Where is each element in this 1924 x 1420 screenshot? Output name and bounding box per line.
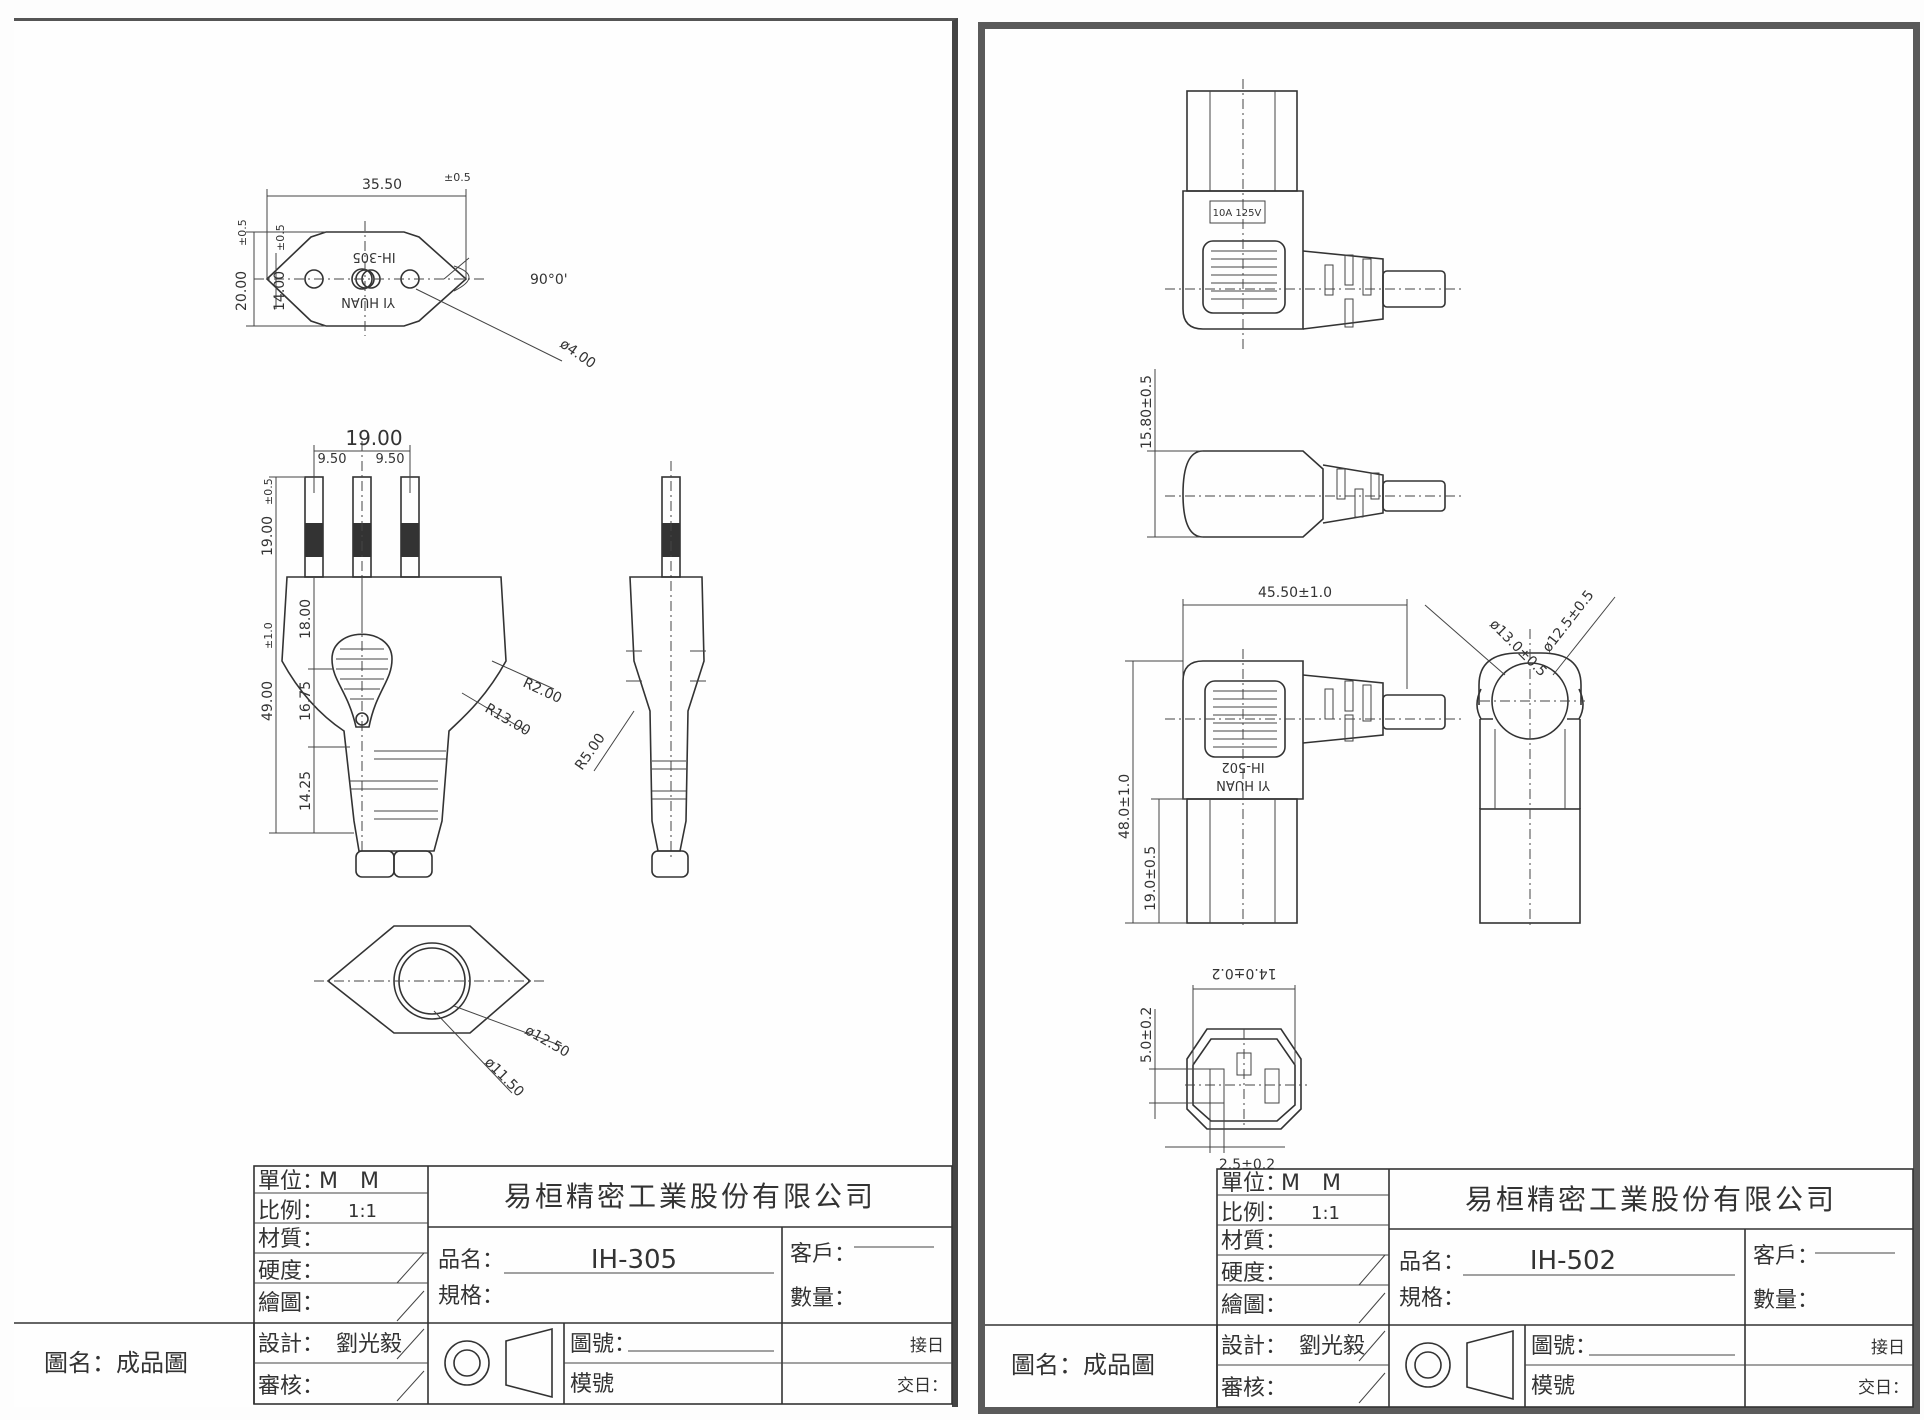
tb-title-label: 圖名：成品圖 <box>44 1349 188 1377</box>
tb-customer-label: 客戶： <box>790 1242 856 1267</box>
dim-w455: 45.50±1.0 <box>1258 585 1332 601</box>
dim-h158: 15.80±0.5 <box>1139 375 1155 449</box>
socket-face-view: 14.0±0.2 5.0±0.2 2.5±0.2 <box>1139 965 1307 1173</box>
dim-angle: 90°0' <box>530 272 568 288</box>
plug-side-view: R5.00 <box>572 461 706 878</box>
tb-material-label: 材質： <box>258 1227 324 1252</box>
dim-seg-b: 16.75 <box>298 681 314 721</box>
tb-scale-label: 比例： <box>258 1199 324 1224</box>
dim-r2: R2.00 <box>520 675 564 707</box>
dim-d125: ø12.5±0.5 <box>1540 588 1598 656</box>
tb-product-value-r: IH-502 <box>1530 1246 1616 1276</box>
connector-end-view: ø13.0±0.5 ø12.5±0.5 <box>1424 588 1616 929</box>
dim-body-len-tol: ±1.0 <box>262 622 275 649</box>
dim-h14-tol: ±0.5 <box>274 224 287 251</box>
drawing-ih305: IH-305 YI HUAN 35.50 ±0.5 20.00 ±0.5 14.… <box>14 171 953 1405</box>
tb-deliver-label-r: 交日： <box>1858 1378 1909 1398</box>
dim-h20-tol: ±0.5 <box>236 219 249 246</box>
dim-pin-dia: ø4.00 <box>557 336 599 372</box>
dim-h20: 20.00 <box>234 271 250 311</box>
dim-d13: ø13.0±0.5 <box>1486 617 1549 680</box>
dim-width-top: 35.50 <box>362 177 402 193</box>
tb-deliver-label: 交日： <box>897 1376 948 1396</box>
dim-pin-half-b: 9.50 <box>376 452 405 467</box>
tb-product-label-r: 品名： <box>1399 1250 1465 1275</box>
tb-design-label: 設計： <box>258 1332 324 1357</box>
tb-company: 易桓精密工業股份有限公司 <box>504 1180 876 1213</box>
tb-spec-label-r: 規格： <box>1399 1286 1465 1311</box>
tb-title-label-r: 圖名：成品圖 <box>1011 1351 1155 1379</box>
tb-unit-value: M M <box>319 1169 379 1194</box>
tb-design-value: 劉光毅 <box>336 1332 402 1357</box>
plug-front-view: 19.00 9.50 9.50 19.00 ±0.5 49.00 ±1.0 18… <box>260 426 564 878</box>
rating-label: 10A 125V <box>1213 208 1262 219</box>
tb-unit-label: 單位： <box>258 1169 324 1194</box>
tb-customer-label-r: 客戶： <box>1753 1244 1819 1269</box>
dim-pin-half-a: 9.50 <box>318 452 347 467</box>
dim-pin-len-tol: ±0.5 <box>262 478 275 505</box>
dim-h14: 14.00 <box>272 271 288 311</box>
tb-mold-label-r: 模號 <box>1531 1374 1575 1399</box>
drawing-sheet-ih502: 10A 125V 15.80±0.5 45.50 <box>978 22 1920 1414</box>
tb-review-label: 審核： <box>258 1374 324 1399</box>
dim-dia-inner: ø11.50 <box>481 1055 527 1101</box>
connector-side-view: 15.80±0.5 <box>1139 369 1465 538</box>
tb-mold-label: 模號 <box>570 1372 614 1397</box>
title-block: 單位： M M 比例： 1:1 材質： 硬度： 繪圖： 設計： 劉光毅 審核： … <box>14 1165 953 1405</box>
tb-quantity-label: 數量： <box>790 1286 856 1311</box>
tb-material-label-r: 材質： <box>1221 1229 1287 1254</box>
connector-top-view: 10A 125V <box>1165 79 1465 349</box>
tb-spec-label: 規格： <box>438 1284 504 1309</box>
plug-face-view: IH-305 YI HUAN 35.50 ±0.5 20.00 ±0.5 14.… <box>234 171 598 372</box>
face-text-brand: YI HUAN <box>341 294 396 309</box>
dim-r13: R13.00 <box>482 701 533 740</box>
tb-drawn-label: 繪圖： <box>258 1291 324 1316</box>
dim-pin-span: 19.00 <box>345 426 402 450</box>
tb-unit-value-r: M M <box>1281 1171 1341 1196</box>
tb-product-value: IH-305 <box>591 1245 677 1275</box>
tb-quantity-label-r: 數量： <box>1753 1288 1819 1313</box>
dim-h48: 48.0±1.0 <box>1117 774 1133 839</box>
drawing-sheet-ih305: IH-305 YI HUAN 35.50 ±0.5 20.00 ±0.5 14.… <box>14 18 958 1407</box>
dim-body-len: 49.00 <box>260 681 276 721</box>
connector-front-view: 45.50±1.0 IH-502 YI HUAN 48.0±1.0 19.0±0… <box>1117 585 1465 929</box>
tb-unit-label-r: 單位： <box>1221 1171 1287 1196</box>
tb-design-value-r: 劉光毅 <box>1299 1334 1365 1359</box>
dim-w14: 14.0±0.2 <box>1211 965 1276 981</box>
dim-pin-len: 19.00 <box>260 516 276 556</box>
tb-receive-label: 接日 <box>910 1336 944 1356</box>
tb-drawn-label-r: 繪圖： <box>1221 1293 1287 1318</box>
dim-dia-outer: ø12.50 <box>522 1023 572 1061</box>
face-text-model: IH-305 <box>352 249 395 264</box>
dim-width-top-tol: ±0.5 <box>444 171 471 184</box>
dim-r5: R5.00 <box>572 731 609 774</box>
tb-product-label: 品名： <box>438 1248 504 1273</box>
tb-receive-label-r: 接日 <box>1871 1338 1905 1358</box>
tb-drawing-no-label-r: 圖號： <box>1531 1334 1597 1359</box>
tb-drawing-no-label: 圖號： <box>570 1332 636 1357</box>
dim-seg-a: 18.00 <box>298 599 314 639</box>
face-text-model-502: IH-502 <box>1221 759 1264 774</box>
tb-hardness-label: 硬度： <box>258 1259 324 1284</box>
tb-hardness-label-r: 硬度： <box>1221 1261 1287 1286</box>
tb-scale-label-r: 比例： <box>1221 1201 1287 1226</box>
dim-h5: 5.0±0.2 <box>1139 1007 1155 1063</box>
dim-h19: 19.0±0.5 <box>1143 846 1159 911</box>
tb-design-label-r: 設計： <box>1221 1334 1287 1359</box>
dim-seg-c: 14.25 <box>298 771 314 811</box>
plug-bottom-view: ø12.50 ø11.50 <box>314 925 572 1101</box>
tb-review-label-r: 審核： <box>1221 1376 1287 1401</box>
tb-scale-value-r: 1:1 <box>1311 1203 1340 1224</box>
title-block-right: 單位： M M 比例： 1:1 材質： 硬度： 繪圖： 設計： 劉光毅 審核： … <box>985 1168 1914 1408</box>
drawing-ih502: 10A 125V 15.80±0.5 45.50 <box>985 79 1914 1408</box>
tb-company-r: 易桓精密工業股份有限公司 <box>1465 1183 1837 1216</box>
tb-scale-value: 1:1 <box>348 1201 377 1222</box>
